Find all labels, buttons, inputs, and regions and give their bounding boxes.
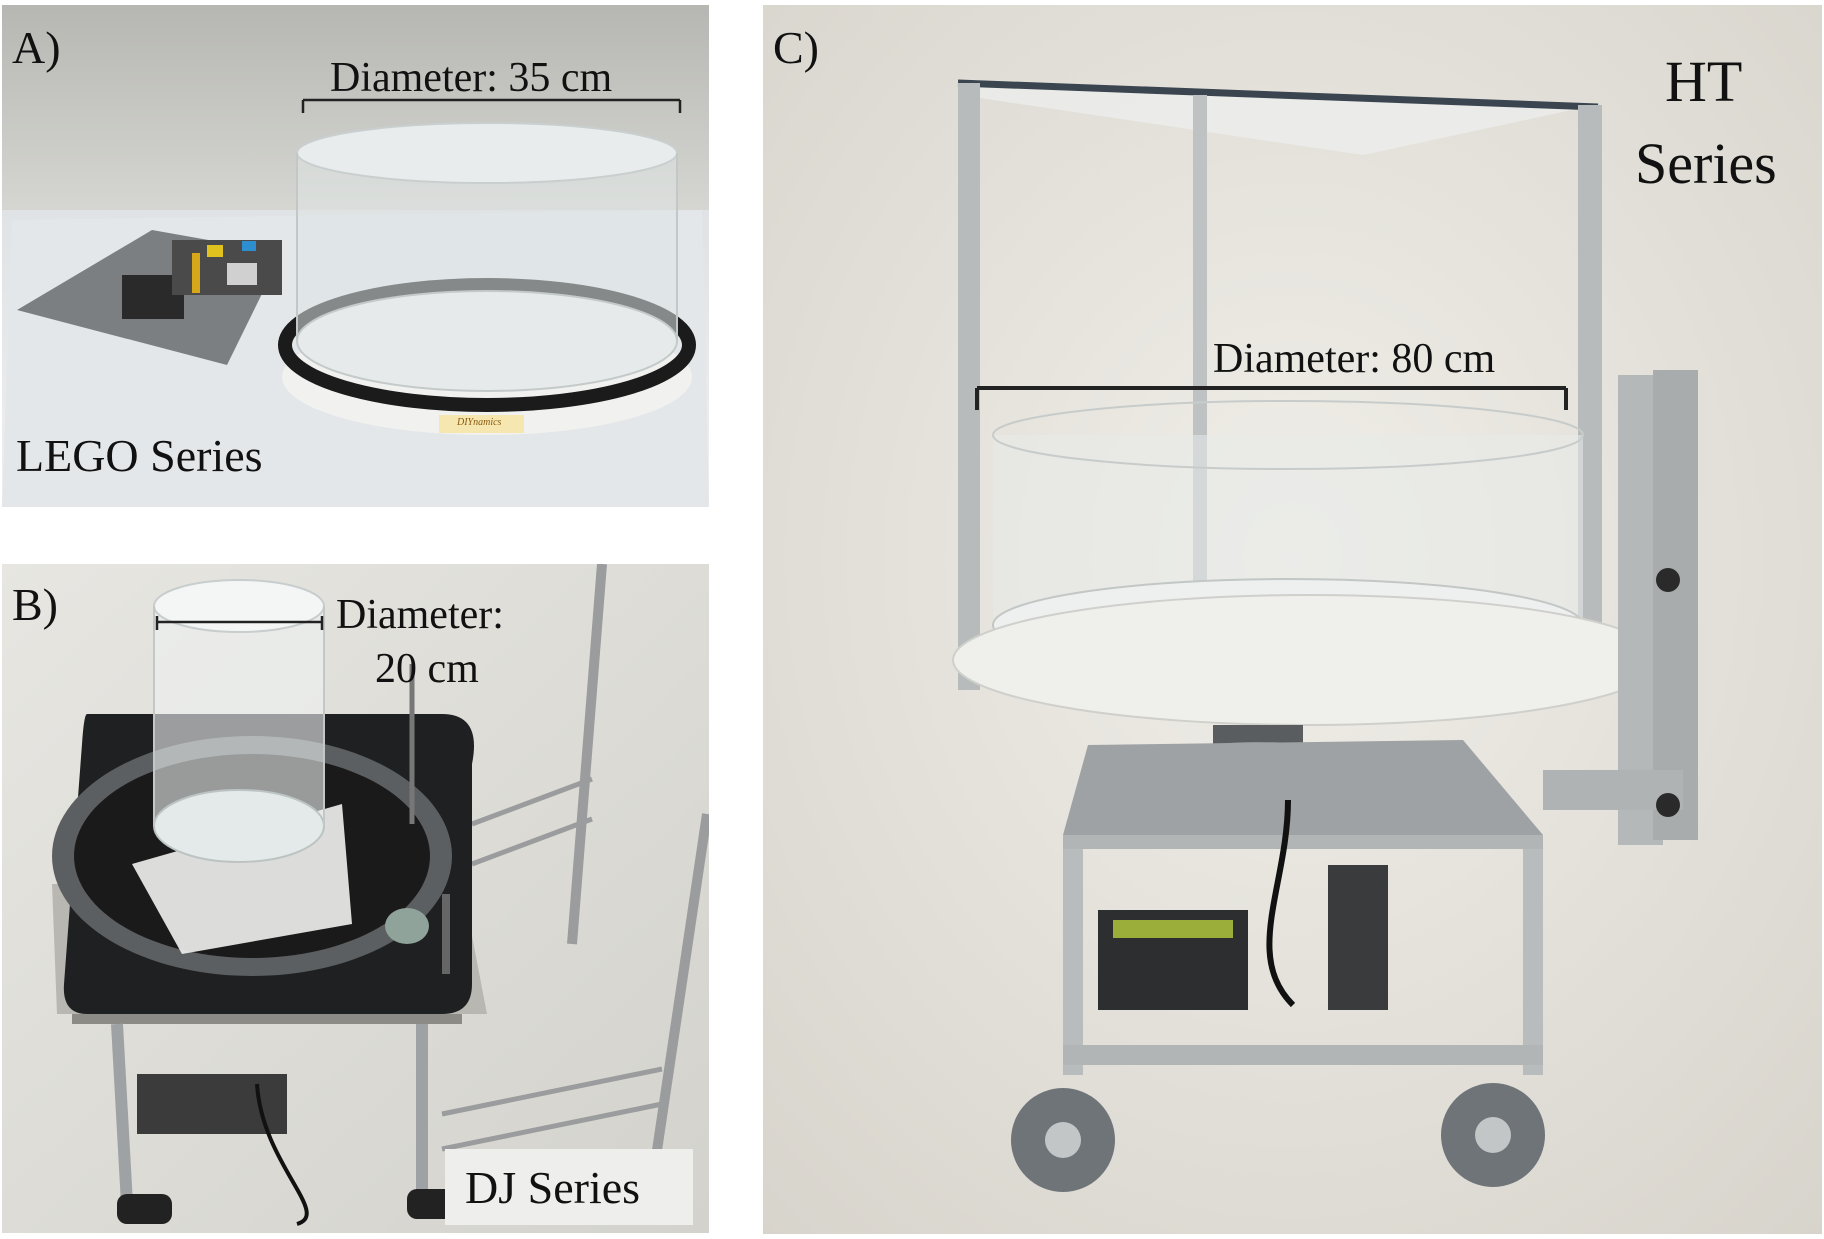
table-legs (111, 1023, 428, 1205)
controller-box (1328, 865, 1388, 1010)
caster-wheels (1011, 1083, 1545, 1192)
panel-b-label: B) (12, 579, 58, 630)
panel-c-series-label-line2: Series (1635, 131, 1777, 196)
wire-shelf-rack (441, 564, 709, 1185)
rotating-table-disk (952, 594, 1664, 726)
panel-b-series-label: DJ Series (465, 1162, 641, 1213)
panel-a-series-label: LEGO Series (16, 430, 263, 481)
panel-c-series-label-line1: HT (1665, 49, 1743, 114)
dj-series-photo (2, 564, 709, 1233)
acrylic-tank (296, 122, 678, 392)
caster-wheel (117, 1194, 172, 1224)
lego-series-photo (2, 5, 709, 507)
caster-wheel (407, 1189, 457, 1219)
panel-a-diameter-label: Diameter: 35 cm (330, 55, 613, 101)
panel-b-dj-photo: B) Diameter: 20 cm DJ Series (2, 564, 709, 1233)
diameter-indicator-line (301, 98, 682, 113)
lego-mechanism (122, 240, 282, 319)
diameter-indicator-line (155, 616, 324, 630)
panel-b-diameter-label: Diameter: (336, 592, 504, 638)
panel-c-label: C) (773, 22, 819, 73)
aluminum-cart (1063, 740, 1543, 1075)
brand-logo-text: DIYnamics (457, 417, 502, 428)
panel-b-diameter-value: 20 cm (375, 646, 479, 692)
power-cable (255, 1083, 309, 1226)
side-mount-arm (1543, 370, 1698, 845)
acrylic-tank (153, 579, 325, 863)
power-supply (137, 1074, 287, 1134)
panel-a-lego-photo: A) Diameter: 35 cm LEGO Series DIYnamics (2, 5, 709, 507)
panel-c-diameter-label: Diameter: 80 cm (1213, 336, 1496, 382)
brand-sticker (439, 415, 524, 433)
panel-c-ht-photo: C) HT Series Diameter: 80 cm (763, 5, 1822, 1234)
panel-b-series-label-box (445, 1149, 693, 1225)
panel-a-label: A) (12, 22, 61, 73)
ht-series-photo (763, 5, 1822, 1234)
diameter-indicator-line (975, 386, 1568, 410)
